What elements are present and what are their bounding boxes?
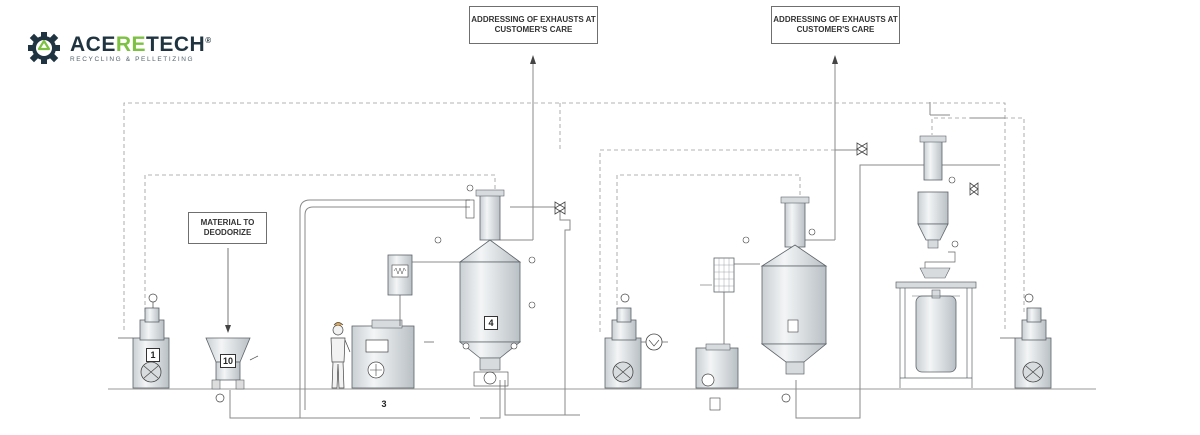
deodorizing-silo-2: [760, 196, 828, 403]
bagging-frame: [895, 281, 977, 388]
process-lines: [229, 102, 1005, 419]
acertech-logo: ACERETECH® RECYCLING & PELLETIZING: [26, 30, 226, 70]
big-bag: [915, 295, 957, 373]
unit-number-3: 3: [381, 399, 387, 409]
logo-tagline: RECYCLING & PELLETIZING: [70, 56, 195, 63]
meter-icon: [645, 333, 663, 351]
unit-number-1: 1: [146, 348, 160, 362]
blower-unit-2: [604, 293, 668, 389]
feed-hopper-10: [205, 248, 259, 403]
gear-recycle-icon: [28, 32, 60, 64]
unit-number-4: 4: [484, 316, 498, 330]
exhausts-label-2: ADDRESSING OF EXHAUSTS AT CUSTOMER'S CAR…: [771, 6, 900, 44]
signal-lines: [123, 102, 1025, 332]
blower-unit-1: [118, 293, 170, 389]
arrow-up-icon-2: [832, 55, 838, 64]
cyclone-separator: [917, 135, 959, 279]
deodorizing-silo-4: [458, 184, 536, 387]
logo-wordmark: ACERETECH®: [70, 33, 212, 56]
valve-icons: [554, 142, 979, 215]
operator-figure: [330, 322, 351, 389]
material-label: MATERIAL TO DEODORIZE: [188, 212, 267, 244]
pressure-gauge-icon: [148, 293, 158, 303]
blower-unit-3: [1000, 293, 1052, 389]
control-panel-unit: [695, 236, 760, 411]
ozone-generator-3: [351, 236, 460, 389]
unit-number-10: 10: [220, 354, 236, 368]
exhausts-label-1: ADDRESSING OF EXHAUSTS AT CUSTOMER'S CAR…: [469, 6, 598, 44]
arrow-up-icon-1: [530, 55, 536, 64]
